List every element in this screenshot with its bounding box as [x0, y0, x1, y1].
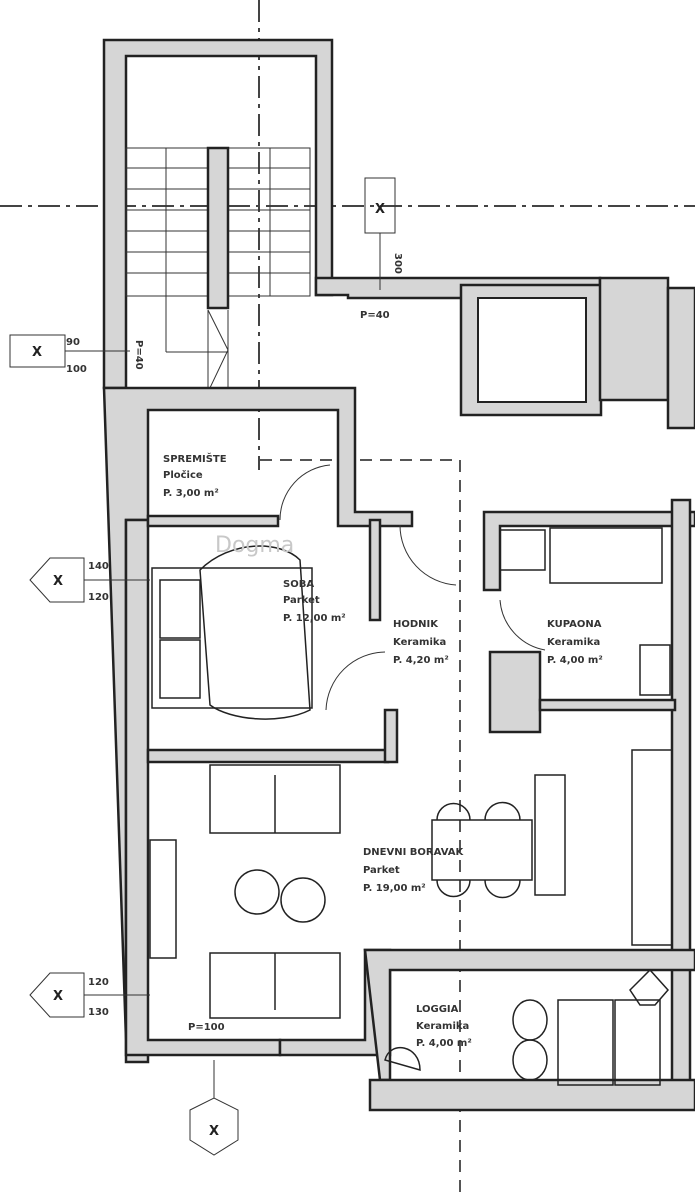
parapet-label-stair: P=40: [133, 340, 144, 370]
room-label-bedroom: SOBA Parket P. 12,00 m²: [283, 579, 346, 624]
room-floor: Keramika: [393, 637, 446, 648]
marker-bottom: 130: [88, 1007, 109, 1018]
left-marker: X 90 100: [9, 334, 130, 375]
room-floor: Pločice: [163, 469, 203, 481]
room-area: P. 4,00 m²: [416, 1038, 472, 1049]
room-area: P. 4,00 m²: [547, 655, 603, 666]
parapet-label-top: P=40: [360, 310, 390, 321]
room-name: HODNIK: [393, 619, 439, 630]
room-name: LOGGIA: [416, 1004, 459, 1015]
section-marker-1: X 140 120: [29, 557, 150, 603]
marker-bottom: 120: [88, 592, 109, 603]
stair-core: [102, 38, 334, 393]
marker-symbol: X: [53, 989, 63, 1004]
marker-symbol: X: [53, 574, 63, 589]
marker-label: 300: [392, 253, 403, 274]
furniture: [149, 527, 673, 1086]
bottom-marker: X: [189, 1060, 239, 1156]
room-name: DNEVNI BORAVAK: [363, 847, 464, 858]
marker-bottom: 100: [66, 364, 87, 375]
top-section-marker: X 300: [364, 177, 403, 290]
section-line: [260, 459, 461, 1200]
marker-top: 140: [88, 561, 109, 572]
room-floor: Keramika: [547, 637, 600, 648]
marker-symbol: X: [375, 202, 385, 217]
marker-top: 120: [88, 977, 109, 988]
marker-symbol: X: [209, 1124, 219, 1139]
room-floor: Parket: [363, 865, 400, 876]
room-floor: Keramika: [416, 1021, 469, 1032]
room-name: KUPAONA: [547, 619, 602, 630]
section-marker-2: X 120 130: [29, 972, 150, 1018]
room-area: P. 3,00 m²: [163, 488, 219, 499]
room-label-loggia: LOGGIA Keramika P. 4,00 m²: [416, 1004, 472, 1049]
marker-top: 90: [66, 337, 80, 348]
room-floor: Parket: [283, 595, 320, 606]
room-label-hall: HODNIK Keramika P. 4,20 m²: [393, 619, 449, 666]
parapet-label-bottom: P=100: [188, 1022, 225, 1033]
room-area: P. 4,20 m²: [393, 655, 449, 666]
room-label-living: DNEVNI BORAVAK Parket P. 19,00 m²: [363, 847, 464, 894]
room-label-bathroom: KUPAONA Keramika P. 4,00 m²: [547, 619, 603, 666]
walls: [102, 276, 695, 1112]
room-name: SPREMIŠTE: [163, 452, 227, 465]
room-area: P. 12,00 m²: [283, 613, 346, 624]
room-label-storage: SPREMIŠTE Pločice P. 3,00 m²: [163, 452, 227, 499]
doors: [279, 464, 546, 711]
marker-symbol: X: [32, 345, 42, 360]
watermark: Dogma: [215, 533, 294, 558]
room-name: SOBA: [283, 579, 314, 590]
room-area: P. 19,00 m²: [363, 883, 426, 894]
